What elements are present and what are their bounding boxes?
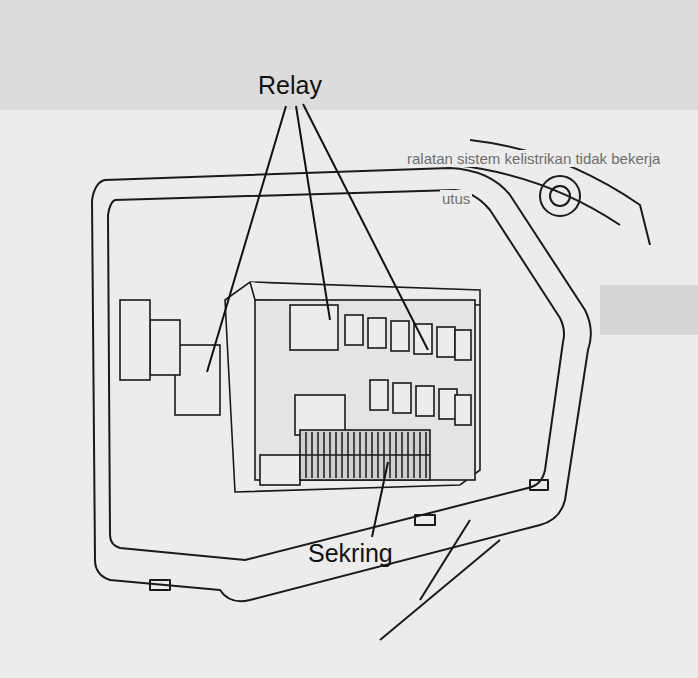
part-label: Sekring <box>305 540 396 568</box>
page-text-fragment: ralatan sistem kelistrikan tidak bekerja <box>405 150 662 167</box>
dashboard-outline <box>92 140 650 640</box>
page-text-fragment: utus <box>440 190 472 207</box>
page-section-band <box>600 285 698 335</box>
part-label: Relay <box>255 72 325 100</box>
leader-lines <box>207 104 428 537</box>
fuse-rows <box>300 432 430 478</box>
fuse-box <box>120 282 480 492</box>
page-header-band <box>0 0 698 110</box>
